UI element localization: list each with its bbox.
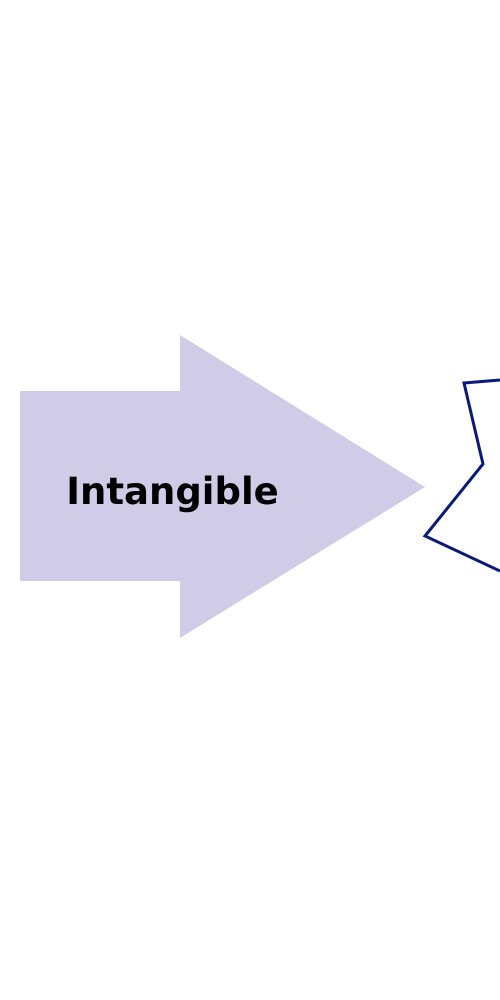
arrow-shape — [20, 335, 425, 638]
arrow-label: Intangible — [66, 470, 279, 513]
explosion-burst-shape — [422, 378, 500, 573]
